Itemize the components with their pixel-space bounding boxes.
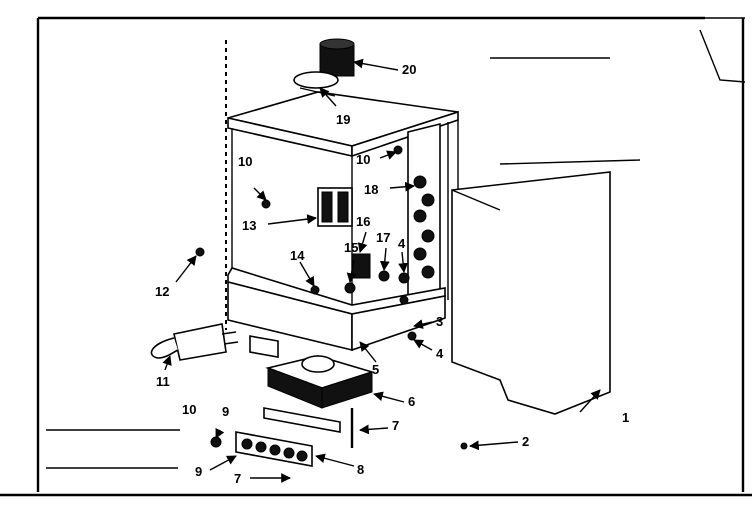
chassis <box>227 91 459 358</box>
callout-2: 2 <box>522 434 529 449</box>
callout-19: 19 <box>336 112 350 127</box>
callout-18: 18 <box>364 182 378 197</box>
leader-lines <box>162 58 601 483</box>
callout-15: 15 <box>344 240 358 255</box>
jack-column <box>413 175 435 279</box>
terminal-strip <box>210 407 354 467</box>
callout-10-lower: 10 <box>182 402 196 417</box>
callout-17: 17 <box>376 230 390 245</box>
control-knob <box>293 38 355 97</box>
callout-10-right: 10 <box>356 152 370 167</box>
callout-11: 11 <box>156 374 170 389</box>
callout-6: 6 <box>408 394 415 409</box>
callout-3: 3 <box>436 314 443 329</box>
callout-20: 20 <box>402 62 416 77</box>
cover-panel <box>451 171 611 415</box>
callout-14: 14 <box>290 248 305 263</box>
callout-4-lower: 4 <box>436 346 444 361</box>
callout-8: 8 <box>357 462 364 477</box>
callout-7-right: 7 <box>392 418 399 433</box>
callout-9-upper: 9 <box>222 404 229 419</box>
callout-7-bottom: 7 <box>234 471 241 486</box>
callout-16: 16 <box>356 214 370 229</box>
callout-12: 12 <box>155 284 169 299</box>
relay-component <box>317 187 353 227</box>
page-frame <box>0 16 752 497</box>
small-hardware <box>310 253 410 305</box>
callout-5: 5 <box>372 362 379 377</box>
callout-10-left: 10 <box>238 154 252 169</box>
power-plug <box>150 323 239 361</box>
callout-9-lower: 9 <box>195 464 202 479</box>
callout-4-upper: 4 <box>398 236 406 251</box>
transformer <box>265 355 375 409</box>
callout-13: 13 <box>242 218 256 233</box>
callout-1: 1 <box>622 410 629 425</box>
